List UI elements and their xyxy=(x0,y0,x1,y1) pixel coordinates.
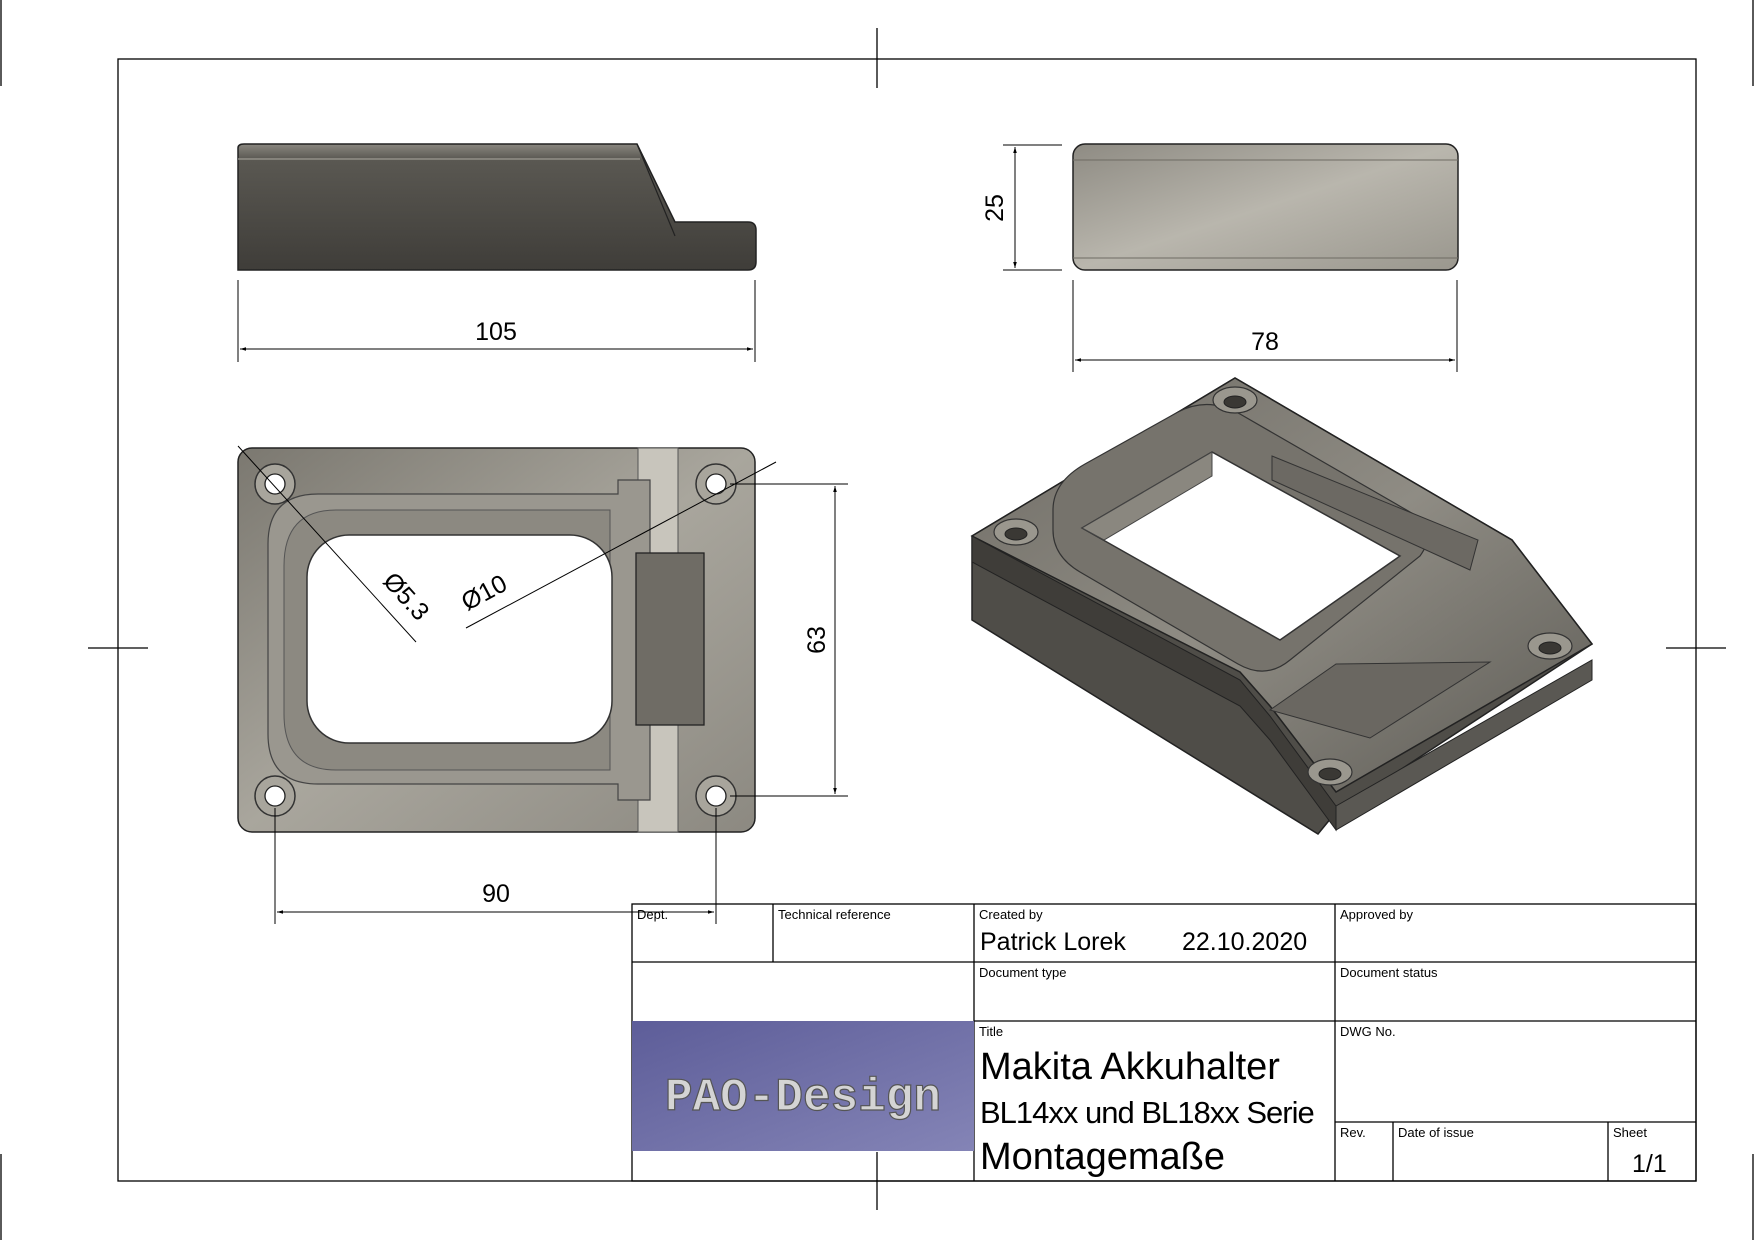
title-label: Title xyxy=(979,1024,1004,1039)
created-by-label: Created by xyxy=(979,907,1043,922)
dim-78-label: 78 xyxy=(1251,328,1279,356)
dwg-no-cell: DWG No. xyxy=(1335,1021,1696,1122)
iso-mounting-holes xyxy=(993,386,1573,786)
diameter-leaders xyxy=(237,445,777,643)
date-of-issue-cell: Date of issue xyxy=(1393,1122,1608,1181)
document-status-cell: Document status xyxy=(1335,962,1696,1021)
created-date: 22.10.2020 xyxy=(1182,928,1308,956)
rev-cell: Rev. xyxy=(1335,1122,1393,1181)
dimension-105 xyxy=(237,280,756,362)
sheet-label: Sheet xyxy=(1613,1125,1647,1140)
isometric-view xyxy=(970,377,1594,835)
title-line-1: Makita Akkuhalter xyxy=(980,1046,1280,1088)
dept-label: Dept. xyxy=(637,907,669,922)
dim-90-label: 90 xyxy=(482,880,510,908)
created-by-name: Patrick Lorek xyxy=(980,928,1126,956)
document-status-label: Document status xyxy=(1340,965,1438,980)
rev-label: Rev. xyxy=(1340,1125,1366,1140)
dim-63-label: 63 xyxy=(803,626,831,654)
created-by-cell: Created by Patrick Lorek 22.10.2020 xyxy=(974,904,1335,962)
document-type-label: Document type xyxy=(979,965,1067,980)
dimension-78 xyxy=(1072,280,1458,372)
dimension-25 xyxy=(1003,144,1062,271)
date-of-issue-label: Date of issue xyxy=(1398,1125,1474,1140)
title-cell: Title Makita Akkuhalter BL14xx und BL18x… xyxy=(974,1021,1335,1181)
technical-reference-cell: Technical reference xyxy=(773,904,974,962)
document-type-cell: Document type xyxy=(974,962,1335,1021)
logo-text: PAO-Design xyxy=(665,1072,941,1124)
approved-by-label: Approved by xyxy=(1340,907,1413,922)
approved-by-cell: Approved by xyxy=(1335,904,1696,962)
dim-25-label: 25 xyxy=(981,194,1009,222)
dim-105-label: 105 xyxy=(475,318,517,346)
dwg-no-label: DWG No. xyxy=(1340,1024,1396,1039)
sheet-value: 1/1 xyxy=(1632,1150,1667,1178)
top-view xyxy=(237,447,756,833)
technical-reference-label: Technical reference xyxy=(778,907,891,922)
title-line-3: Montagemaße xyxy=(980,1136,1226,1178)
dept-cell: Dept. xyxy=(632,904,773,962)
side-view xyxy=(237,143,757,271)
front-view xyxy=(1072,143,1459,271)
dimension-63 xyxy=(730,483,848,797)
title-line-2: BL14xx und BL18xx Serie xyxy=(980,1095,1315,1130)
sheet-cell: Sheet 1/1 xyxy=(1608,1122,1696,1181)
mounting-holes xyxy=(254,463,737,817)
company-logo: PAO-Design xyxy=(632,1021,974,1151)
dimension-90 xyxy=(274,808,717,924)
